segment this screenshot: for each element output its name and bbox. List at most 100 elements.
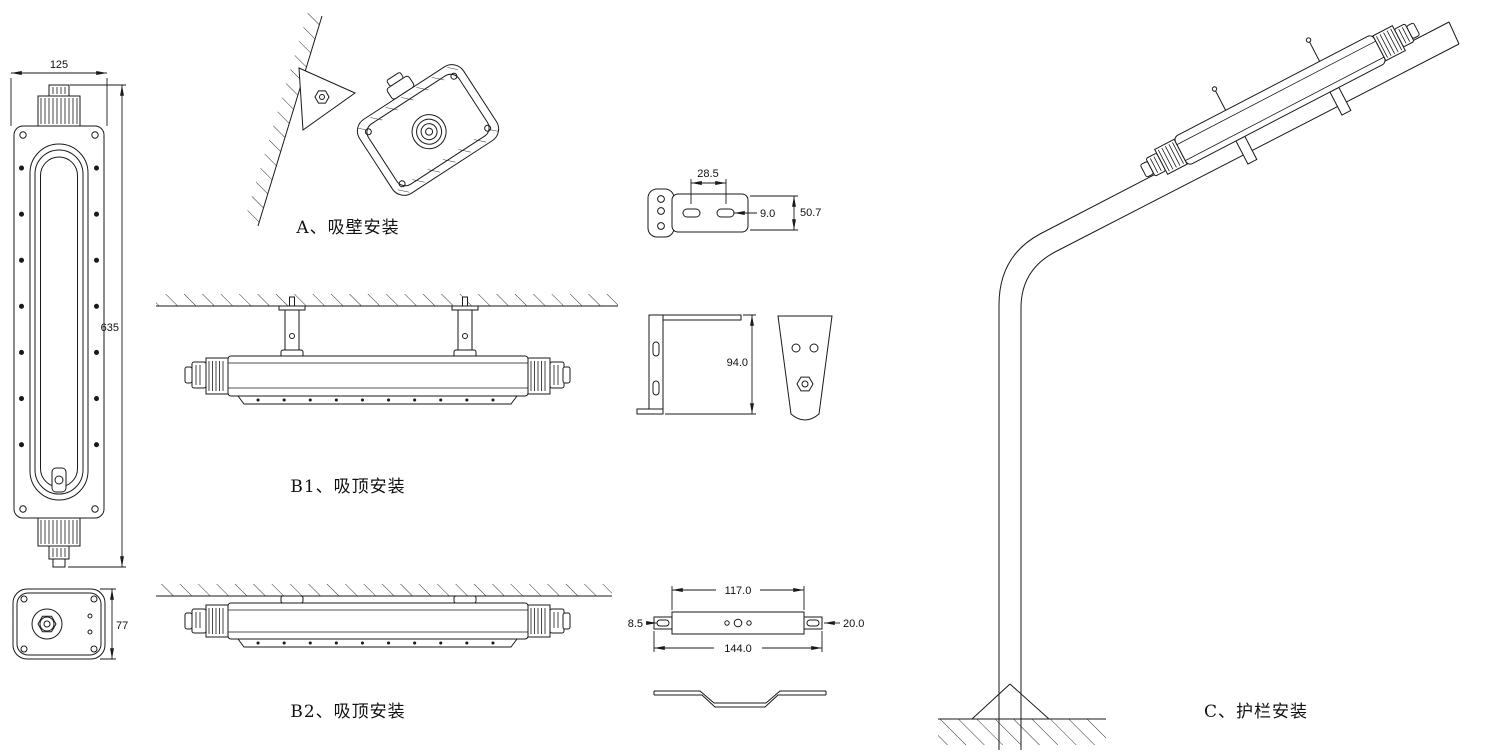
wall-mounted-fixture xyxy=(356,63,500,197)
body-lines xyxy=(1176,40,1385,161)
flush-clamp xyxy=(280,595,304,604)
fixture-body-outline xyxy=(13,125,105,519)
pole-arm-tip xyxy=(1448,21,1460,45)
corner-screw-icon xyxy=(398,180,406,188)
hanger-hole xyxy=(289,333,295,339)
end-gland-ribs xyxy=(195,365,201,385)
bracket-hex-bolt xyxy=(796,376,814,392)
plate-hole xyxy=(733,618,743,628)
fixture-back-inner xyxy=(366,73,490,187)
label-ceiling-mount-1: B1、吸顶安装 xyxy=(290,477,405,497)
corner-screw-icon xyxy=(364,128,372,136)
flush-clamp xyxy=(453,595,477,604)
dim-front-length: 635 xyxy=(101,322,119,334)
hanger-strap xyxy=(457,310,473,352)
fin-hatch-bottom xyxy=(397,126,500,197)
corner-screw-icon xyxy=(90,595,98,603)
bottom-nub xyxy=(52,558,66,568)
channel-profile-ends xyxy=(653,691,827,695)
bracket-hex-bolt xyxy=(314,90,330,104)
wall-hatch xyxy=(244,12,322,226)
gland-inner xyxy=(39,616,55,632)
corner-screw-icon xyxy=(19,131,27,139)
bottom-gland xyxy=(48,545,70,560)
bracket-bolt-center xyxy=(319,94,325,100)
corner-screw-icon xyxy=(20,645,28,653)
end-gland-ribs xyxy=(553,365,559,385)
z-bracket-slot xyxy=(652,341,660,357)
wall-line xyxy=(257,15,323,227)
mount-plate-detail: 117.0 144.0 8.5 20.0 xyxy=(628,585,864,708)
hanger-flange xyxy=(451,305,479,311)
ceiling-hatch xyxy=(156,294,618,306)
bottom-fitting-hole xyxy=(54,475,64,485)
corner-screw-icon xyxy=(90,645,98,653)
body-lines xyxy=(228,362,528,389)
plate-hole xyxy=(724,620,730,626)
channel-profile-outer xyxy=(654,690,826,704)
end-gland-ribs xyxy=(553,612,559,628)
top-connector xyxy=(48,84,70,97)
plate-bar xyxy=(671,611,805,635)
ceiling-mount-2-view: B2、吸顶安装 xyxy=(156,584,612,722)
dim-end-width: 20.0 xyxy=(843,618,864,630)
corner-screw-icon xyxy=(91,131,99,139)
wall-bracket-plate xyxy=(298,67,357,131)
plate-hole xyxy=(746,620,752,626)
bracket-hole xyxy=(657,207,665,215)
bracket-hole xyxy=(657,222,665,230)
fixture-body xyxy=(227,602,529,640)
end-cap-ribs xyxy=(530,608,546,634)
gland-hex-nut xyxy=(37,615,57,633)
gland-center xyxy=(43,620,51,628)
z-bracket-slot xyxy=(652,380,660,396)
end-gland xyxy=(549,361,565,389)
pole-outline-inner xyxy=(1020,43,1460,750)
channel-profile-inner xyxy=(654,694,826,708)
center-gland-ring xyxy=(420,123,438,141)
hanger-flange xyxy=(278,305,306,311)
bracket-hole xyxy=(809,343,819,353)
end-gland-ribs xyxy=(1398,27,1411,44)
bracket-slot xyxy=(682,208,701,218)
corner-screw-icon xyxy=(20,595,28,603)
center-gland-ring xyxy=(416,118,443,145)
mount-pin-head xyxy=(1211,86,1218,92)
base-gusset xyxy=(971,683,1050,720)
dim-inner-span: 117.0 xyxy=(725,585,752,597)
plate-slot xyxy=(806,619,820,627)
mount-pin-head xyxy=(1305,37,1312,43)
side-inner-outline xyxy=(16,592,102,656)
end-cap-ribs xyxy=(208,608,224,634)
fixture-body xyxy=(1174,35,1386,165)
end-gland-ribs xyxy=(195,612,201,628)
label-wall-mount: A、吸壁安装 xyxy=(295,218,399,238)
end-cap-ribs xyxy=(208,361,224,391)
hanger-bracket xyxy=(278,296,306,359)
hanger-hole xyxy=(462,333,468,339)
side-detail-hole xyxy=(87,629,93,635)
ground-hatch xyxy=(938,719,1106,745)
end-nub xyxy=(562,612,571,630)
end-gland xyxy=(549,608,565,634)
cable-gland-icon xyxy=(31,608,63,640)
dim-front-width: 125 xyxy=(50,59,68,71)
body-lines xyxy=(228,609,528,633)
dim-outer-span: 144.0 xyxy=(724,643,752,655)
mount-pin xyxy=(1309,41,1321,62)
pole-mounted-fixture xyxy=(1140,22,1420,178)
side-outline xyxy=(12,588,106,660)
ceiling-hatch xyxy=(156,584,612,596)
front-view: 125 635 xyxy=(10,59,126,568)
fin-hatch-top xyxy=(356,63,459,134)
corner-screw-icon xyxy=(91,505,99,513)
bracket-bolt-center xyxy=(801,380,809,388)
end-cap-ribs xyxy=(530,361,546,391)
hanger-bracket xyxy=(451,296,479,359)
top-connector-ribs xyxy=(52,87,66,94)
bottom-cap-ribs xyxy=(40,520,78,544)
end-cap-ribs xyxy=(1157,142,1184,172)
label-ceiling-mount-2: B2、吸顶安装 xyxy=(290,702,405,722)
